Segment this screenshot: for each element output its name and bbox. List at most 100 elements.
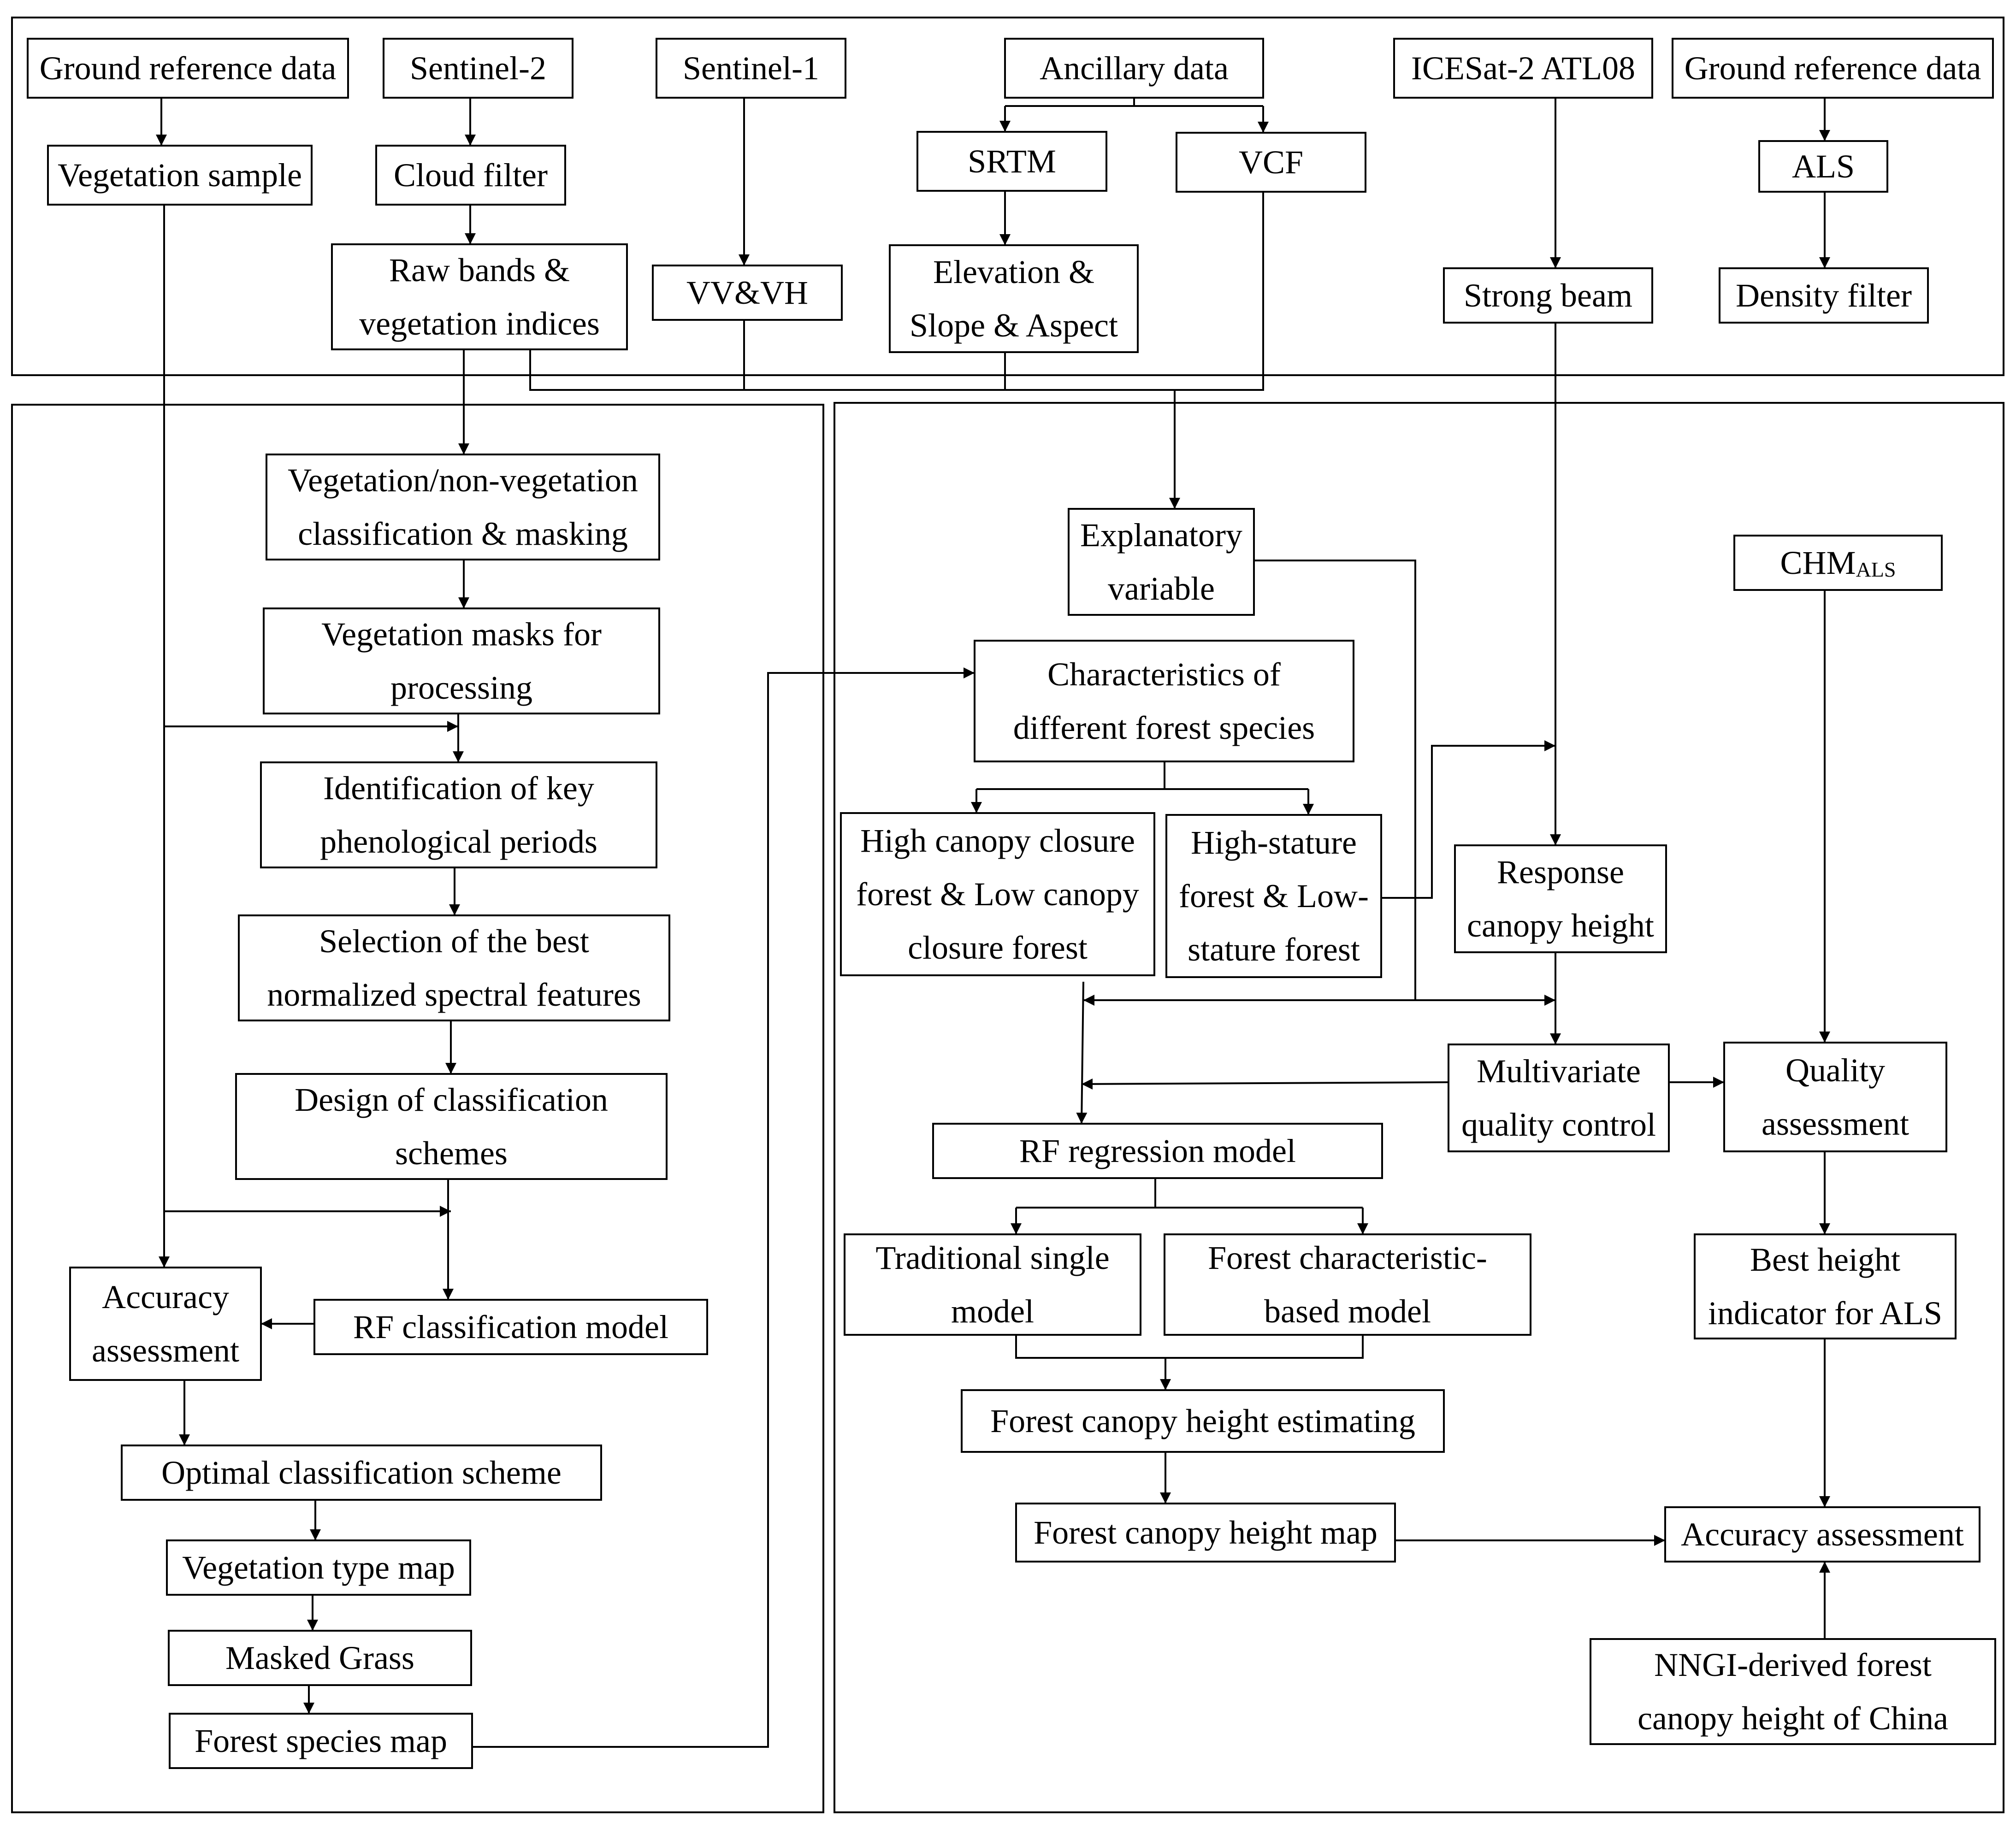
node-forest-species-map-label-1: Forest species map xyxy=(195,1722,447,1759)
node-vv-vh-label-1: VV&VH xyxy=(686,274,808,311)
node-veg-type-map: Vegetation type map xyxy=(166,1539,471,1596)
node-als: ALS xyxy=(1758,140,1888,193)
node-design-schemes-label-2: schemes xyxy=(395,1135,508,1172)
node-ground-ref-left-label-1: Ground reference data xyxy=(40,50,337,87)
node-veg-masks-label-2: processing xyxy=(390,669,532,706)
node-raw-bands-label-1: Raw bands & xyxy=(389,252,570,289)
node-elevation: Elevation &Slope & Aspect xyxy=(889,244,1139,353)
node-rf-regression-box xyxy=(932,1123,1383,1179)
node-icesat2: ICESat-2 ATL08 xyxy=(1393,38,1653,99)
node-strong-beam: Strong beam xyxy=(1443,267,1653,324)
node-spectral-features-label-2: normalized spectral features xyxy=(267,976,641,1013)
node-veg-type-map-label-1: Vegetation type map xyxy=(182,1549,455,1586)
node-characteristic-model: Forest characteristic-based model xyxy=(1164,1233,1531,1336)
node-veg-type-map-box xyxy=(166,1539,471,1596)
node-chm-box xyxy=(1733,535,1943,591)
node-design-schemes-box xyxy=(235,1073,668,1180)
node-optimal-scheme: Optimal classification scheme xyxy=(121,1445,602,1501)
node-accuracy-right-label-1: Accuracy assessment xyxy=(1681,1516,1964,1553)
line-explanatory-to-junction xyxy=(1254,560,1416,1000)
arrow-forest-species-to-characteristics xyxy=(472,667,975,1748)
node-veg-classification: Vegetation/non-vegetationclassification … xyxy=(266,454,660,560)
node-stature-label-3: stature forest xyxy=(1188,931,1360,968)
node-explanatory-label-1: Explanatory xyxy=(1080,517,1242,554)
node-rf-regression-label-1: RF regression model xyxy=(1019,1132,1296,1169)
node-spectral-features-label-1: Selection of the best xyxy=(319,923,589,960)
node-sentinel2-label-1: Sentinel-2 xyxy=(410,50,546,87)
node-veg-masks: Vegetation masks for processing xyxy=(263,607,660,714)
node-quality-control-box xyxy=(1448,1044,1670,1152)
node-quality-control: Multivariate quality control xyxy=(1448,1044,1670,1152)
node-icesat2-label-1: ICESat-2 ATL08 xyxy=(1411,50,1635,87)
node-veg-classification-label-2: classification & masking xyxy=(298,515,628,552)
node-design-schemes: Design of classification schemes xyxy=(235,1073,668,1180)
node-quality-control-label-2: quality control xyxy=(1461,1106,1656,1143)
node-vv-vh: VV&VH xyxy=(652,265,843,321)
node-vcf-label-1: VCF xyxy=(1239,144,1303,181)
node-phenological-box xyxy=(260,761,657,868)
node-cloud-filter-box xyxy=(375,145,566,206)
node-strong-beam-box xyxy=(1443,267,1653,324)
node-quality-assessment-label-1: Quality xyxy=(1785,1052,1885,1089)
node-canopy-closure-label-1: High canopy closure xyxy=(860,822,1135,859)
node-nngi-label-2: canopy height of China xyxy=(1638,1700,1948,1737)
node-stature-box xyxy=(1165,814,1382,978)
node-accuracy-left-label-1: Accuracy xyxy=(102,1279,229,1315)
node-characteristic-model-label-1: Forest characteristic- xyxy=(1208,1239,1487,1276)
node-veg-sample: Vegetation sample xyxy=(47,145,313,206)
node-quality-control-label-1: Multivariate xyxy=(1477,1053,1641,1090)
node-ancillary-box xyxy=(1004,38,1264,99)
node-ground-ref-right-box xyxy=(1672,38,1994,99)
node-als-box xyxy=(1758,140,1888,193)
node-single-model-label-1: Traditional single xyxy=(875,1239,1109,1276)
line-models-merge xyxy=(1015,1335,1364,1359)
node-explanatory-box xyxy=(1068,508,1255,616)
node-design-schemes-label-1: Design of classification xyxy=(295,1081,608,1118)
node-forest-species-map: Forest species map xyxy=(169,1713,473,1769)
node-veg-masks-box xyxy=(263,607,660,714)
node-canopy-closure-label-3: closure forest xyxy=(908,929,1088,966)
node-quality-assessment-label-2: assessment xyxy=(1762,1105,1909,1142)
node-response-height-box xyxy=(1454,844,1667,953)
node-raw-bands: Raw bands &vegetation indices xyxy=(331,243,628,350)
node-best-height-box xyxy=(1694,1233,1957,1339)
node-srtm-box xyxy=(916,131,1107,192)
node-phenological: Identification of key phenological period… xyxy=(260,761,657,868)
node-characteristic-model-label-2: based model xyxy=(1264,1293,1431,1330)
node-ground-ref-left-box xyxy=(27,38,349,99)
node-phenological-label-1: Identification of key xyxy=(323,770,594,807)
node-als-label-1: ALS xyxy=(1792,148,1855,185)
node-raw-bands-box xyxy=(331,243,628,350)
node-ground-ref-right: Ground reference data xyxy=(1672,38,1994,99)
node-spectral-features: Selection of the best normalized spectral… xyxy=(238,914,670,1021)
node-rf-classification-label-1: RF classification model xyxy=(353,1309,668,1345)
node-ancillary: Ancillary data xyxy=(1004,38,1264,99)
node-height-estimating-box xyxy=(961,1389,1445,1453)
node-accuracy-left-label-2: assessment xyxy=(92,1332,239,1369)
node-phenological-label-2: phenological periods xyxy=(320,823,597,860)
panel-height-estimation xyxy=(834,402,2004,1813)
node-best-height-label-2: indicator for ALS xyxy=(1708,1295,1942,1332)
node-elevation-box xyxy=(889,244,1139,353)
panel-data-sources xyxy=(11,17,2004,376)
node-response-height-label-1: Response xyxy=(1497,854,1624,890)
node-forest-species-map-box xyxy=(169,1713,473,1769)
node-ground-ref-right-label-1: Ground reference data xyxy=(1685,50,1981,87)
node-cloud-filter: Cloud filter xyxy=(375,145,566,206)
node-veg-sample-label-1: Vegetation sample xyxy=(58,157,302,194)
node-veg-masks-label-1: Vegetation masks for xyxy=(321,616,602,653)
node-optimal-scheme-label-1: Optimal classification scheme xyxy=(161,1454,562,1491)
node-height-estimating: Forest canopy height estimating xyxy=(961,1389,1445,1453)
node-rf-classification: RF classification model xyxy=(313,1299,708,1355)
node-sentinel1: Sentinel-1 xyxy=(656,38,846,99)
node-veg-sample-box xyxy=(47,145,313,206)
node-best-height-label-1: Best height xyxy=(1750,1241,1900,1278)
node-elevation-label-2: Slope & Aspect xyxy=(910,307,1118,344)
node-characteristic-model-box xyxy=(1164,1233,1531,1336)
node-ancillary-label-1: Ancillary data xyxy=(1040,50,1229,87)
node-chm-label: CHMALS xyxy=(1780,544,1896,581)
node-spectral-features-box xyxy=(238,914,670,1021)
